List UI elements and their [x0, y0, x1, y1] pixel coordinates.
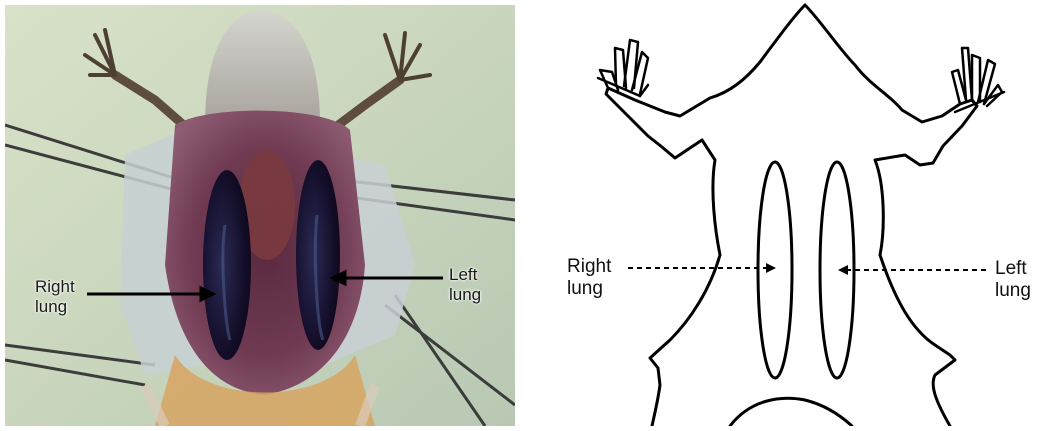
- diagram-right-label-line2: lung: [567, 278, 603, 300]
- diagram-right-label-line1: Right: [567, 256, 611, 278]
- right-lung-shape: [758, 162, 792, 378]
- photo-right-label-line2: lung: [35, 297, 67, 317]
- frog-outline-diagram-panel: Right lung Left lung: [540, 0, 1043, 426]
- frog-body-outline: [760, 5, 977, 426]
- photo-right-label-line1: Right: [35, 277, 75, 297]
- lower-body-outline: [730, 398, 852, 426]
- diagram-left-label-line1: Left: [995, 258, 1027, 280]
- frog-body-outline-left: [606, 62, 760, 426]
- frog-outline-diagram: [540, 0, 1043, 426]
- photo-left-label-line1: Left: [449, 265, 477, 285]
- dissection-photo-panel: Right lung Left lung: [5, 5, 515, 426]
- diagram-arrows: [628, 268, 988, 270]
- dissection-photo: [5, 5, 515, 426]
- left-hand-fingers: [598, 40, 648, 96]
- right-hand-fingers: [952, 48, 1004, 112]
- photo-left-label-line2: lung: [449, 285, 481, 305]
- diagram-left-label-line2: lung: [995, 280, 1031, 302]
- right-lung-dashed-arrowhead: [766, 263, 776, 273]
- left-lung-dashed-arrowhead: [838, 265, 848, 275]
